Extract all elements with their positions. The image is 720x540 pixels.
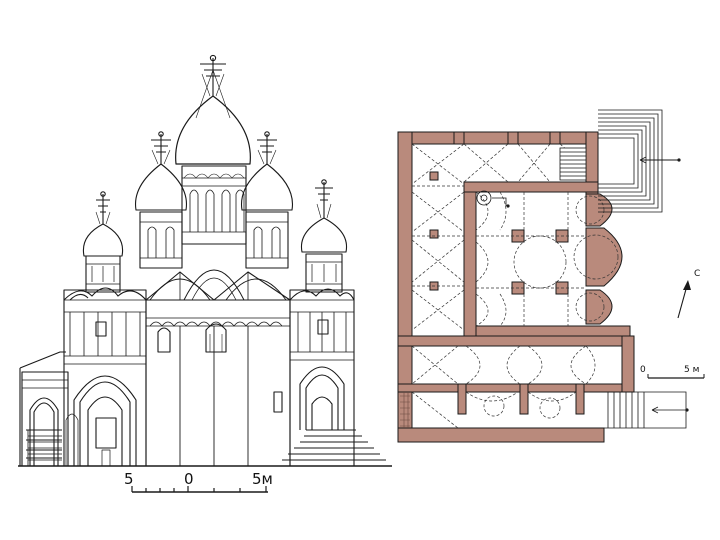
plan-scale-right-label: 5 м <box>684 365 699 375</box>
floor-plan: С 0 5 м <box>397 109 705 443</box>
left-center-dome <box>134 131 188 269</box>
plan-hatch <box>400 392 410 428</box>
plan-se-stairs <box>600 391 689 429</box>
plan-scale-bar: 0 5 м <box>640 365 705 379</box>
plan-spiral-stair <box>476 190 510 208</box>
right-dome <box>300 179 348 293</box>
right-center-dome <box>240 131 294 269</box>
left-stair <box>27 430 62 466</box>
main-block <box>101 269 291 467</box>
north-arrow: С <box>677 269 700 319</box>
left-porch <box>19 351 69 467</box>
elevation-scale-left-label: 5 <box>124 470 134 488</box>
elevation-scale-right-label: 5м <box>252 470 273 488</box>
plan-walls <box>397 131 635 443</box>
north-arrow-label: С <box>694 269 700 279</box>
left-chapel <box>63 287 147 467</box>
central-dome <box>175 54 251 245</box>
right-chapel <box>276 288 392 467</box>
cathedral-elevation <box>18 54 392 467</box>
elevation-scale-center-label: 0 <box>184 470 194 488</box>
plan-ne-stairs <box>559 109 681 213</box>
elevation-scale-bar: 5 0 5м <box>124 470 273 493</box>
plan-scale-left-label: 0 <box>640 365 646 375</box>
left-dome <box>82 191 124 293</box>
